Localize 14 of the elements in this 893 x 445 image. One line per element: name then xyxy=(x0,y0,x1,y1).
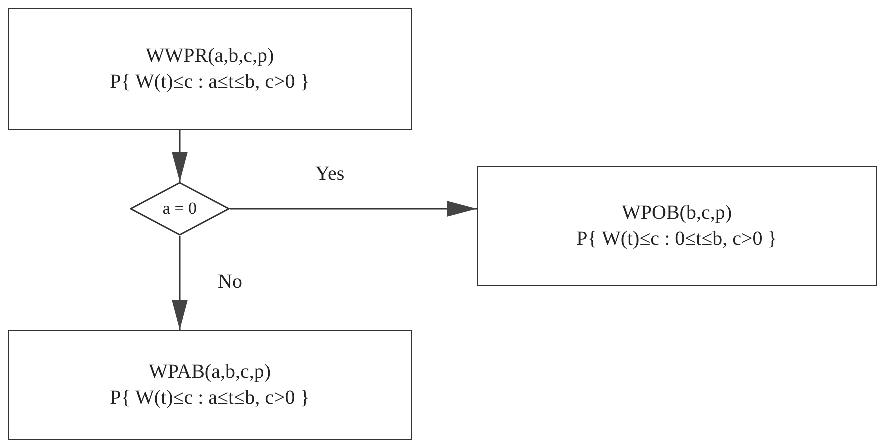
process-box xyxy=(477,166,877,286)
function-name: WWPR(a,b,c,p) xyxy=(146,44,274,69)
function-name: WPAB(a,b,c,p) xyxy=(148,360,272,385)
condition-text: a = 0 xyxy=(162,198,198,220)
arrow xyxy=(172,130,188,182)
decision-diamond xyxy=(130,182,230,236)
arrow xyxy=(230,201,477,217)
probability-formula: P{ W(t)≤c : a≤t≤b, c>0 } xyxy=(110,70,310,95)
process-box xyxy=(8,330,412,440)
arrow xyxy=(172,236,188,330)
function-name: WPOB(b,c,p) xyxy=(622,201,732,226)
probability-formula: P{ W(t)≤c : 0≤t≤b, c>0 } xyxy=(576,227,778,252)
probability-formula: P{ W(t)≤c : a≤t≤b, c>0 } xyxy=(110,386,310,411)
process-box xyxy=(8,8,412,130)
